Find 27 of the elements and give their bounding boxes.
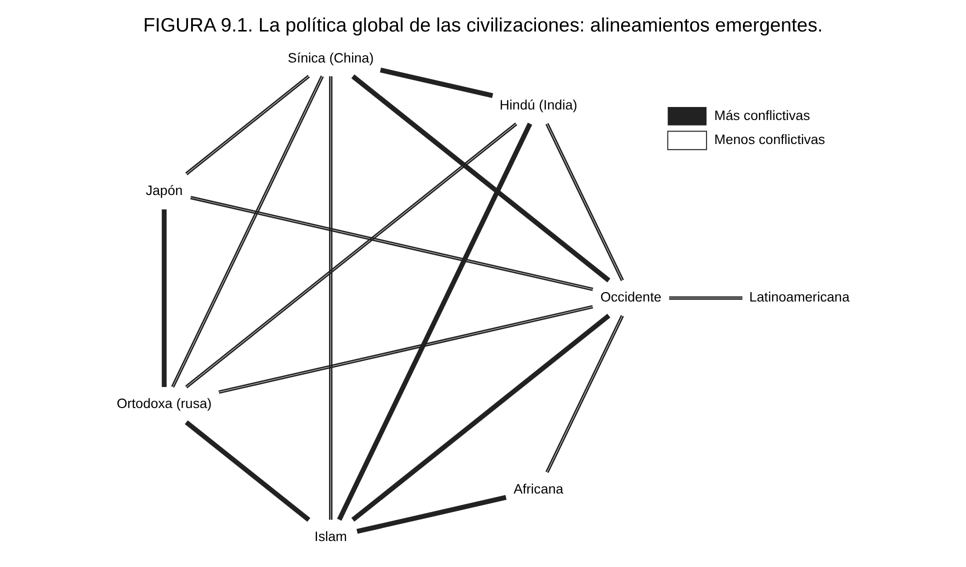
node-text: Sínica (China) — [288, 50, 374, 66]
node-text: Islam — [314, 528, 347, 544]
connector — [545, 314, 624, 474]
node-text: Africana — [514, 482, 564, 497]
connector — [351, 314, 610, 522]
connector — [162, 209, 167, 387]
connector — [190, 196, 594, 292]
connector — [380, 68, 494, 98]
node-text: Occidente — [600, 290, 662, 305]
node-text: Latinoamericana — [749, 290, 850, 305]
connector — [351, 74, 610, 282]
node-text: Hindú (India) — [500, 98, 578, 113]
legend-label: Más conflictivas — [714, 108, 810, 123]
diagram-title: FIGURA 9.1. La política global de las civilizaciones: alineamientos emergentes. — [143, 14, 823, 37]
node-text: Ortodoxa (rusa) — [116, 396, 212, 412]
connector — [545, 123, 624, 282]
connector — [185, 74, 310, 176]
connector — [329, 76, 332, 520]
connector — [184, 420, 310, 522]
connector — [185, 122, 518, 388]
connector — [669, 296, 742, 300]
connector — [171, 76, 324, 388]
node-text: Japón — [146, 183, 183, 198]
connector — [218, 305, 594, 394]
legend-label: Menos conflictivas — [714, 132, 826, 148]
connector — [337, 122, 532, 521]
connector — [356, 495, 507, 534]
